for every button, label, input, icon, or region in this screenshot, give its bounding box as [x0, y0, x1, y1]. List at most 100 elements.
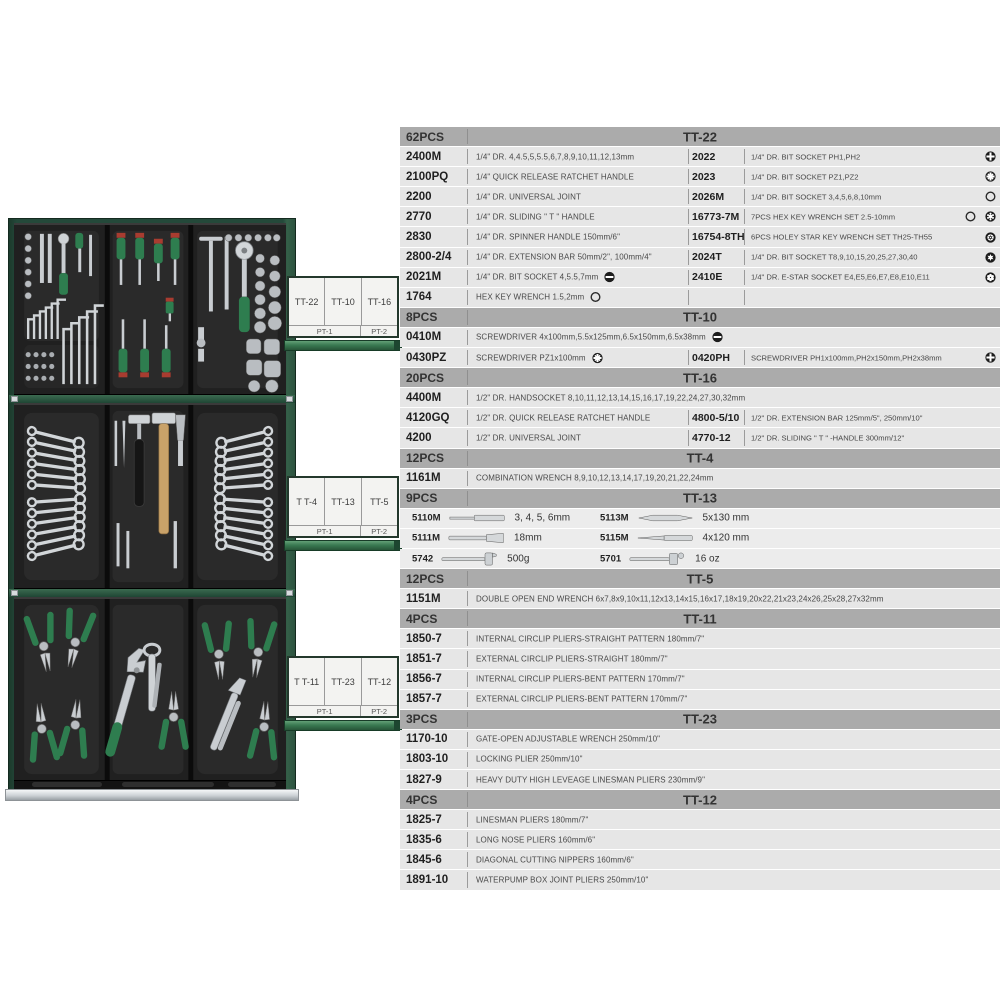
column-divider: [688, 149, 689, 165]
item-description-text: 1/4" DR. EXTENSION BAR 50mm/2", 100mm/4": [476, 252, 652, 262]
item-code: 1161M: [406, 472, 441, 485]
item-description: EXTERNAL CIRCLIP PLIERS-BENT PATTERN 170…: [476, 695, 994, 704]
column-divider: [467, 289, 468, 305]
tool-code: 5701: [600, 553, 622, 565]
item-code: 2400M: [406, 150, 442, 163]
tray-code-label: T T-4: [289, 478, 326, 525]
column-divider: [744, 289, 745, 305]
drawer-top: [14, 223, 286, 395]
drawer-middle: [14, 403, 286, 589]
ball-pein-hammer-drawing: [628, 551, 688, 566]
column-divider: [467, 751, 468, 767]
item-description: 1/2" DR. UNIVERSAL JOINT: [476, 433, 684, 442]
tool-cabinet: [5, 218, 299, 801]
item-description-text: WATERPUMP BOX JOINT PLIERS 250mm/10": [476, 875, 649, 885]
universal-joint: [196, 327, 206, 362]
item-description-text: 1/4" DR. BIT SOCKET T8,9,10,15,20,25,27,…: [751, 252, 918, 262]
tray-layout-box: TT-22 TT-10 TT-16 PT-1 PT-2: [287, 276, 399, 338]
item-code: 1850-7: [406, 632, 442, 645]
item-description-text: 1/4" DR. E-STAR SOCKET E4,E5,E6,E7,E8,E1…: [751, 272, 930, 282]
item-code: 2830: [406, 231, 432, 244]
section-tray-label: TT-11: [683, 611, 717, 627]
item-code: 2100PQ: [406, 170, 449, 183]
item-code: 1803-10: [406, 753, 449, 766]
section-tray-label: TT-13: [683, 490, 717, 506]
column-divider: [467, 772, 468, 788]
item-description-text: 1/4" DR. BIT SOCKET PZ1,PZ2: [751, 172, 859, 182]
pin-punch-drawing: [448, 511, 508, 526]
item-code: 2410E: [692, 271, 723, 284]
column-divider: [467, 229, 468, 245]
column-divider: [467, 430, 468, 446]
drawer-bottom: [14, 597, 286, 781]
section-piece-count: 3PCS: [406, 712, 438, 727]
section-tray-label: TT-10: [683, 309, 717, 325]
item-code: 0420PH: [692, 351, 730, 364]
item-icons: [979, 251, 996, 263]
column-divider: [744, 189, 745, 205]
taper-punch-drawing: [636, 531, 696, 546]
item-description-text: 7PCS HEX KEY WRENCH SET 2.5-10mm: [751, 212, 896, 222]
item-description: EXTERNAL CIRCLIP PLIERS-STRAIGHT 180mm/7…: [476, 654, 994, 663]
pozidriv-bit-icon: [592, 352, 603, 363]
column-divider: [467, 390, 468, 406]
tray-code-label: TT-5: [370, 496, 389, 507]
item-description: 1/4" DR. UNIVERSAL JOINT: [476, 192, 684, 201]
item-description-text: 1/2" DR. SLIDING " T " -HANDLE 300mm/12": [751, 433, 905, 443]
item-code: 1857-7: [406, 693, 442, 706]
item-description: 1/4" DR. 4,4.5,5,5.5,6,7,8,9,10,11,12,13…: [476, 152, 684, 161]
tray-edge-bar: [284, 340, 402, 351]
section-piece-count: 4PCS: [406, 611, 438, 626]
item-description-text: 1/4" DR. 4,4.5,5,5.5,6,7,8,9,10,11,12,13…: [476, 152, 635, 162]
item-code: 4200: [406, 431, 432, 444]
tray-part-label: PT-2: [371, 326, 388, 336]
item-code: 2023: [692, 170, 716, 183]
column-divider: [467, 269, 468, 285]
header-divider: [467, 711, 468, 727]
tool-size: 16 oz: [695, 553, 720, 565]
item-description: SCREWDRIVER PH1x100mm,PH2x150mm,PH2x38mm: [751, 352, 998, 363]
item-description-text: 1/4" DR. BIT SOCKET PH1,PH2: [751, 152, 861, 162]
column-divider: [688, 169, 689, 185]
column-divider: [467, 169, 468, 185]
header-divider: [467, 792, 468, 808]
socket-rows: [224, 233, 282, 393]
slot-bit-icon: [604, 272, 616, 283]
drawer-rail: [9, 589, 295, 597]
header-divider: [467, 309, 468, 325]
item-description: 1/4" DR. BIT SOCKET PZ1,PZ2: [751, 171, 998, 182]
item-description-text: 1/4" QUICK RELEASE RATCHET HANDLE: [476, 172, 634, 182]
flat-chisel: [173, 414, 186, 569]
item-description: GATE-OPEN ADJUSTABLE WRENCH 250mm/10": [476, 735, 994, 744]
extension-bars: [39, 233, 93, 283]
flat-chisel-drawing: [447, 531, 507, 546]
column-divider: [688, 410, 689, 426]
hex-key-set-large: [62, 304, 104, 385]
section-tray-label: TT-4: [686, 450, 714, 466]
item-description: COMBINATION WRENCH 8,9,10,12,13,14,17,19…: [476, 474, 994, 483]
column-divider: [744, 149, 745, 165]
column-divider: [467, 249, 468, 265]
item-code: 1764: [406, 291, 432, 304]
item-description: 1/2" DR. EXTENSION BAR 125mm/5", 250mm/1…: [751, 413, 998, 422]
item-code: 2770: [406, 210, 432, 223]
drawer-front-lip: [14, 781, 286, 789]
item-description-text: EXTERNAL CIRCLIP PLIERS-STRAIGHT 180mm/7…: [476, 654, 668, 664]
header-divider: [467, 611, 468, 627]
column-divider: [467, 189, 468, 205]
item-description-text: LINESMAN PLIERS 180mm/7": [476, 815, 589, 825]
